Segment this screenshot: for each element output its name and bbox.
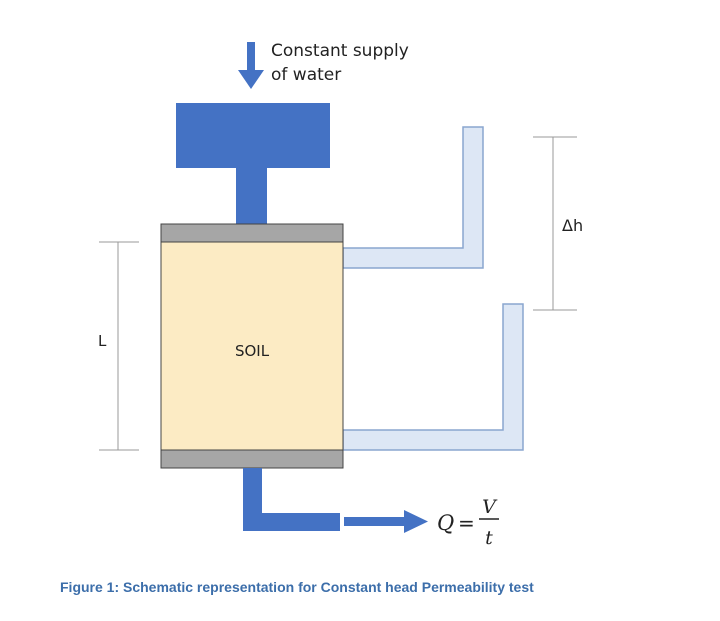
outlet-pipe <box>243 468 340 531</box>
delta-h-label: Δh <box>562 216 583 235</box>
flow-equation: Q = V t <box>437 496 499 549</box>
inlet-pipe <box>236 168 267 224</box>
water-reservoir <box>176 103 330 168</box>
outflow-arrow <box>344 510 428 533</box>
flow-equals-sign: = <box>458 511 475 535</box>
flow-numerator: V <box>482 496 498 518</box>
lower-piezometer-tube <box>342 303 524 451</box>
supply-label-line1: Constant supply <box>271 41 409 61</box>
head-difference-dimension <box>533 136 577 311</box>
flow-denominator: t <box>485 527 493 549</box>
length-dimension <box>99 241 139 451</box>
upper-piezometer-tube <box>342 126 484 269</box>
length-label: L <box>98 332 107 350</box>
inflow-arrow <box>238 42 264 89</box>
flow-q-symbol: Q <box>437 511 454 535</box>
bottom-porous-stone <box>160 449 344 469</box>
soil-label: SOIL <box>235 342 270 360</box>
soil-specimen <box>160 241 344 451</box>
figure-caption: Figure 1: Schematic representation for C… <box>60 579 534 595</box>
top-porous-stone <box>160 223 344 243</box>
supply-label-line2: of water <box>271 65 341 85</box>
